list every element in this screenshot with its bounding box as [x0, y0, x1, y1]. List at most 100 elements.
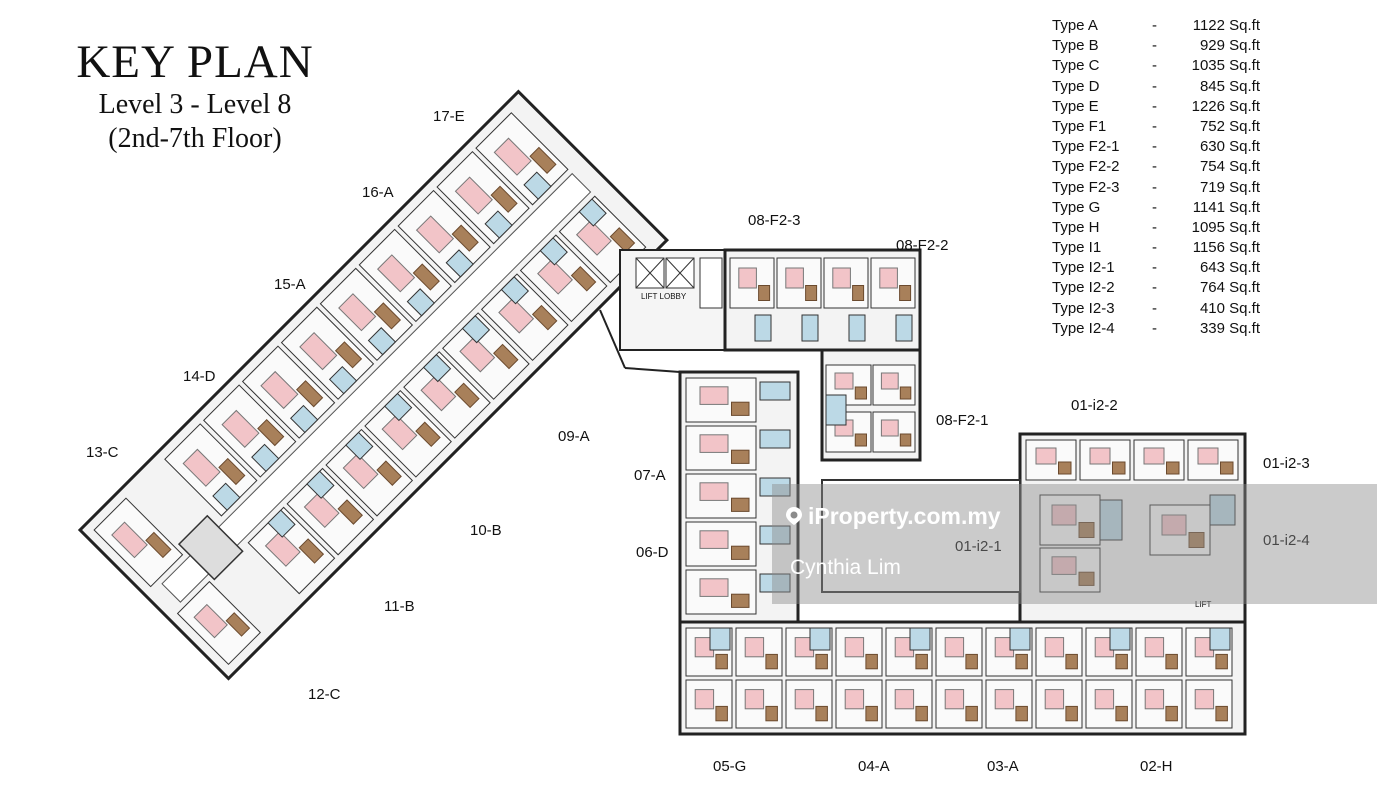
legend-area: 1122 Sq.ft	[1192, 17, 1260, 34]
bed	[785, 267, 804, 289]
bed	[738, 267, 757, 289]
furniture	[854, 386, 867, 400]
unit-label-01i23: 01-i2-3	[1263, 455, 1310, 472]
legend-type: Type I2-3	[1052, 299, 1115, 317]
watermark-agent: Cynthia Lim	[790, 556, 901, 579]
furniture	[493, 343, 519, 370]
location-pin-icon	[786, 507, 802, 525]
bed	[699, 578, 729, 597]
unit-label-09a: 09-A	[558, 428, 590, 445]
bed	[1035, 447, 1057, 465]
bathroom	[306, 470, 335, 499]
legend-row: Type H-1095 Sq.ft	[1052, 218, 1282, 238]
levels-subtitle: Level 3 - Level 8	[98, 89, 292, 120]
bed	[420, 375, 457, 412]
furniture	[296, 380, 324, 408]
bathroom	[267, 509, 296, 538]
page-title: KEY PLAN	[76, 36, 314, 88]
legend-type: Type E	[1052, 97, 1099, 115]
unit-label-08f21: 08-F2-1	[936, 412, 989, 429]
bathroom	[539, 237, 568, 266]
legend-row: Type B-929 Sq.ft	[1052, 36, 1282, 56]
furniture	[257, 418, 285, 447]
furniture	[337, 499, 363, 525]
legend-area: 643 Sq.ft	[1199, 259, 1260, 277]
legend-dash: -	[1152, 97, 1157, 115]
bathroom	[759, 381, 791, 401]
bed	[1089, 447, 1111, 465]
furniture	[815, 653, 828, 670]
bed	[575, 219, 612, 256]
legend-dash: -	[1152, 77, 1157, 95]
bathroom	[578, 198, 607, 227]
legend-dash: -	[1152, 17, 1157, 34]
bed	[1143, 447, 1165, 465]
left-wing-top-units	[93, 112, 569, 588]
bed	[794, 689, 815, 710]
unit-label-12c: 12-C	[308, 686, 341, 703]
watermark-band	[772, 484, 1377, 604]
furniture	[1166, 461, 1180, 475]
furniture	[218, 457, 246, 486]
furniture	[715, 705, 728, 722]
bed	[944, 637, 965, 658]
furniture	[1165, 705, 1178, 722]
bed	[1194, 689, 1215, 710]
legend-type: Type B	[1052, 37, 1099, 55]
bed	[844, 689, 865, 710]
legend-area: 752 Sq.ft	[1199, 117, 1260, 135]
furniture	[899, 386, 912, 400]
legend-row: Type I1-1156 Sq.ft	[1052, 238, 1282, 258]
furniture	[852, 285, 865, 301]
unit-label-01i24: 01-i2-4	[1263, 532, 1310, 549]
unit-label-03a: 03-A	[987, 758, 1019, 775]
furniture	[1115, 653, 1128, 670]
bathroom	[801, 314, 819, 342]
furniture	[529, 146, 557, 174]
bed	[1144, 637, 1165, 658]
unit-label-05g: 05-G	[713, 758, 747, 775]
legend-area: 754 Sq.ft	[1199, 158, 1260, 176]
legend-area: 339 Sq.ft	[1199, 319, 1260, 337]
legend-row: Type G-1141 Sq.ft	[1052, 198, 1282, 218]
legend-row: Type F2-3-719 Sq.ft	[1052, 178, 1282, 198]
legend-area: 845 Sq.ft	[1199, 77, 1260, 95]
legend-dash: -	[1152, 57, 1157, 75]
unit-label-01i22: 01-i2-2	[1071, 397, 1118, 414]
legend-area: 929 Sq.ft	[1199, 37, 1260, 55]
furniture	[1188, 532, 1205, 548]
furniture	[334, 341, 363, 369]
legend-dash: -	[1152, 299, 1157, 317]
legend-area: 1156 Sq.ft	[1192, 239, 1260, 257]
bed	[537, 258, 573, 295]
legend-dash: -	[1152, 218, 1157, 236]
legend-type: Type I2-2	[1052, 279, 1115, 297]
bed	[260, 370, 299, 410]
furniture	[899, 433, 912, 447]
legend-dash: -	[1152, 158, 1157, 176]
legend-area: 630 Sq.ft	[1199, 138, 1260, 156]
furniture	[865, 653, 878, 670]
legend-row: Type A-1122 Sq.ft	[1052, 16, 1282, 36]
left-wing	[77, 89, 670, 681]
unit-label-14d: 14-D	[183, 368, 216, 385]
bed	[376, 254, 416, 293]
legend-type: Type I1	[1052, 239, 1102, 257]
bed	[744, 689, 765, 710]
furniture	[412, 263, 440, 291]
bed	[303, 492, 340, 529]
unit-label-06d: 06-D	[636, 544, 669, 561]
furniture	[298, 538, 325, 564]
bathroom	[251, 443, 280, 473]
legend-type: Type C	[1052, 57, 1100, 75]
bathroom	[1099, 499, 1123, 541]
bed	[699, 482, 729, 501]
bathroom	[909, 627, 931, 651]
legend-dash: -	[1152, 178, 1157, 196]
unit-label-17e: 17-E	[433, 108, 465, 125]
bed	[699, 434, 729, 453]
furniture	[1015, 705, 1028, 722]
bed	[498, 297, 535, 334]
